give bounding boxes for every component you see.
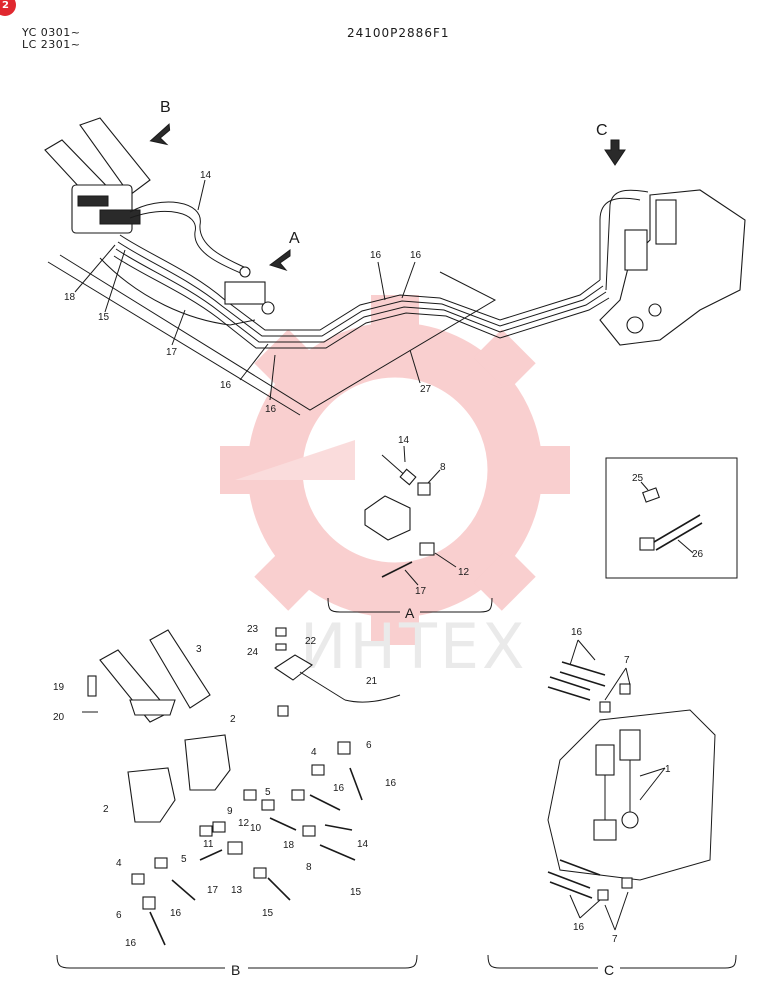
callout-a-8: 8 bbox=[440, 462, 446, 473]
caption-c: C bbox=[604, 962, 614, 978]
callout-b-8: 8 bbox=[306, 862, 312, 873]
detail-inset: 25 26 bbox=[605, 457, 738, 579]
callout-b-20: 20 bbox=[53, 712, 65, 723]
callout-b-16c: 16 bbox=[170, 908, 182, 919]
caption-bracket-b bbox=[56, 954, 418, 969]
valve-body-2-lower bbox=[127, 767, 176, 823]
hose-16b bbox=[115, 248, 607, 343]
callout-b-22: 22 bbox=[305, 636, 317, 647]
callout-a-12: 12 bbox=[458, 567, 470, 578]
callout-main-16c: 16 bbox=[370, 250, 382, 261]
callout-inset-25: 25 bbox=[632, 473, 644, 484]
hose-16a bbox=[119, 234, 601, 331]
callout-b-16a: 16 bbox=[385, 778, 397, 789]
callout-c-16b: 16 bbox=[573, 922, 585, 933]
callout-b-15b: 15 bbox=[262, 908, 274, 919]
callout-main-16b: 16 bbox=[265, 404, 277, 415]
serial-range-yc: YC 0301~ bbox=[22, 26, 81, 39]
part-number: 24100P2886F1 bbox=[347, 26, 450, 40]
callout-b-11: 11 bbox=[203, 839, 214, 850]
inset-frame bbox=[605, 457, 738, 579]
callout-c-7b: 7 bbox=[612, 934, 618, 945]
callout-b-6b: 6 bbox=[116, 910, 122, 921]
valve-body-2-upper bbox=[184, 734, 231, 791]
hose-17 bbox=[99, 257, 256, 326]
detail-a: 14 8 12 17 A bbox=[327, 435, 493, 621]
pedal-right bbox=[79, 117, 151, 196]
callout-b-4a: 4 bbox=[311, 747, 317, 758]
callout-b-14: 14 bbox=[357, 839, 369, 850]
hose-14 bbox=[129, 201, 251, 271]
callout-c-7a: 7 bbox=[624, 655, 630, 666]
block-a bbox=[224, 281, 266, 305]
view-arrow-a bbox=[268, 249, 291, 271]
serial-range-lc: LC 2301~ bbox=[22, 38, 81, 51]
caption-b: B bbox=[231, 962, 240, 978]
callout-b-13: 13 bbox=[231, 885, 243, 896]
callout-b-16d: 16 bbox=[125, 938, 137, 949]
callout-c-1: 1 bbox=[665, 764, 671, 775]
callout-inset-26: 26 bbox=[692, 549, 704, 560]
callout-main-18: 18 bbox=[64, 292, 76, 303]
pressure-switch-22 bbox=[273, 654, 313, 681]
callout-main-17: 17 bbox=[166, 347, 178, 358]
callout-b-3: 3 bbox=[196, 644, 202, 655]
callout-b-15a: 15 bbox=[350, 887, 362, 898]
view-arrow-c bbox=[604, 139, 626, 166]
view-label-c: C bbox=[596, 122, 608, 139]
callout-b-21: 21 bbox=[366, 676, 378, 687]
callout-b-2b: 2 bbox=[103, 804, 109, 815]
floor-plate bbox=[59, 254, 497, 411]
caption-bracket-a bbox=[327, 597, 493, 613]
control-valve-detail bbox=[547, 709, 716, 881]
callout-main-16a: 16 bbox=[220, 380, 232, 391]
callout-a-17: 17 bbox=[415, 586, 427, 597]
callout-main-15: 15 bbox=[98, 312, 110, 323]
watermark-text: ИНТЕХ bbox=[300, 610, 528, 683]
caption-a: A bbox=[405, 605, 415, 621]
callout-b-24: 24 bbox=[247, 647, 259, 658]
callout-b-12: 12 bbox=[238, 818, 250, 829]
callout-main-16d: 16 bbox=[410, 250, 422, 261]
callout-b-10: 10 bbox=[250, 823, 262, 834]
callout-b-2a: 2 bbox=[230, 714, 236, 725]
callout-b-16b: 16 bbox=[333, 783, 345, 794]
callout-main-27: 27 bbox=[420, 384, 432, 395]
callout-b-5a: 5 bbox=[265, 787, 271, 798]
detail-b: 3 19 20 23 24 22 21 2 2 4 6 16 5 9 10 16… bbox=[53, 624, 418, 978]
callout-b-23: 23 bbox=[247, 624, 259, 635]
callout-b-4b: 4 bbox=[116, 858, 122, 869]
main-assembly: B A C 14 18 15 17 16 16 16 16 27 bbox=[44, 99, 746, 416]
page-badge: 2 bbox=[0, 0, 16, 16]
callout-b-18: 18 bbox=[283, 840, 295, 851]
detail-c: 16 7 1 16 7 C bbox=[487, 627, 737, 978]
callout-b-6a: 6 bbox=[366, 740, 372, 751]
callout-b-9: 9 bbox=[227, 806, 233, 817]
callout-b-5b: 5 bbox=[181, 854, 187, 865]
callout-b-19: 19 bbox=[53, 682, 65, 693]
callout-a-14: 14 bbox=[398, 435, 410, 446]
pedal-b-right bbox=[149, 629, 211, 709]
view-arrow-b bbox=[149, 123, 171, 146]
watermark-gear-logo: ИНТЕХ bbox=[220, 295, 570, 683]
callout-main-14: 14 bbox=[200, 170, 212, 181]
callout-b-17: 17 bbox=[207, 885, 219, 896]
callout-c-16a: 16 bbox=[571, 627, 583, 638]
view-label-b: B bbox=[160, 99, 171, 116]
view-label-a: A bbox=[289, 230, 300, 247]
block-a-detail bbox=[364, 495, 411, 541]
pilot-valve-body bbox=[71, 184, 133, 234]
caption-bracket-c bbox=[487, 954, 737, 969]
